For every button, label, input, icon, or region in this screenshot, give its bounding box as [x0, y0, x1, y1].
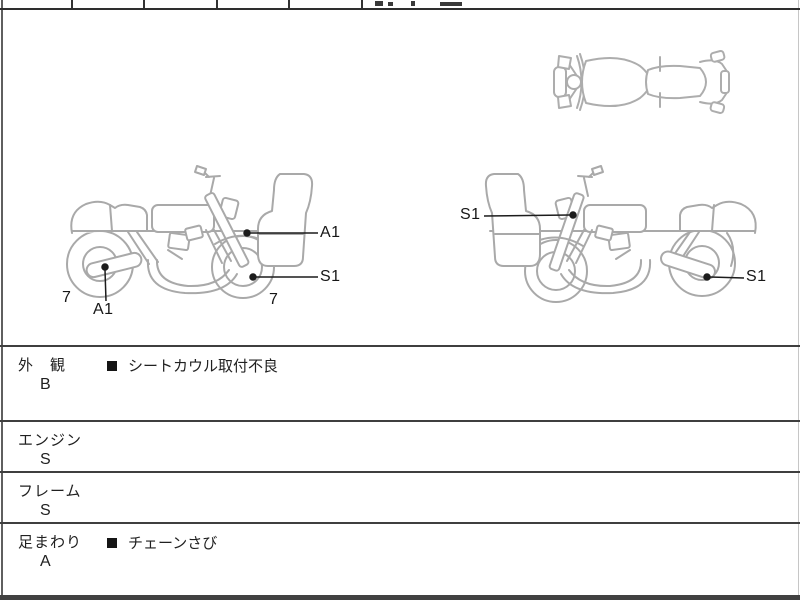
- header-cell-divider: [71, 0, 73, 8]
- defect-marker-icon: [107, 537, 117, 548]
- condition-table: 外 観 B シートカウル取付不良 エンジン S フレーム S 足まわり A チェ…: [0, 345, 800, 596]
- clipped-text-fragment: [388, 2, 393, 6]
- condition-row-engine: エンジン S: [0, 420, 800, 471]
- left-motorcycle-side-view: [66, 165, 314, 299]
- category-label: フレーム: [18, 483, 82, 500]
- clipped-text-fragment: [440, 2, 462, 6]
- defect-line: チェーンさび: [107, 532, 217, 553]
- grade-value: S: [40, 451, 51, 468]
- callout-label-left-front-wheel: S1: [320, 268, 341, 285]
- callout-label-left-front: 7: [269, 291, 279, 308]
- header-cell-divider: [143, 0, 145, 8]
- clipped-text-fragment: [411, 1, 415, 6]
- category-label: エンジン: [18, 432, 83, 449]
- motorcycle-top-view: [553, 49, 730, 114]
- grade-value: B: [40, 376, 51, 393]
- defect-marker-icon: [107, 360, 117, 371]
- header-cell-divider: [288, 0, 290, 8]
- right-motorcycle-side-view: [484, 165, 757, 303]
- clipped-header-strip: [0, 0, 800, 10]
- callout-label-right-rear-wheel: S1: [746, 268, 767, 285]
- sheet-left-border: [1, 0, 3, 600]
- defect-line: シートカウル取付不良: [107, 355, 278, 376]
- callout-lines: [101, 211, 745, 302]
- condition-row-undercarriage: 足まわり A チェーンさび: [0, 522, 800, 596]
- sheet-bottom-bar: [0, 595, 800, 600]
- grade-value: A: [40, 553, 51, 570]
- condition-row-frame: フレーム S: [0, 471, 800, 522]
- defect-text: チェーンさび: [128, 535, 218, 552]
- category-label: 外 観: [18, 357, 67, 374]
- callout-label-left-fork: A1: [320, 224, 341, 241]
- category-label: 足まわり: [18, 534, 83, 551]
- callout-label-left-rear: 7: [62, 289, 72, 306]
- grade-value: S: [40, 502, 51, 519]
- sheet-right-border: [798, 0, 799, 600]
- callout-label-left-muffler: A1: [93, 301, 114, 318]
- condition-row-exterior: 外 観 B シートカウル取付不良: [0, 345, 800, 420]
- clipped-text-fragment: [375, 1, 383, 6]
- header-cell-divider: [361, 0, 363, 8]
- header-cell-divider: [216, 0, 218, 8]
- callout-label-right-fork: S1: [460, 206, 481, 223]
- defect-text: シートカウル取付不良: [128, 358, 279, 375]
